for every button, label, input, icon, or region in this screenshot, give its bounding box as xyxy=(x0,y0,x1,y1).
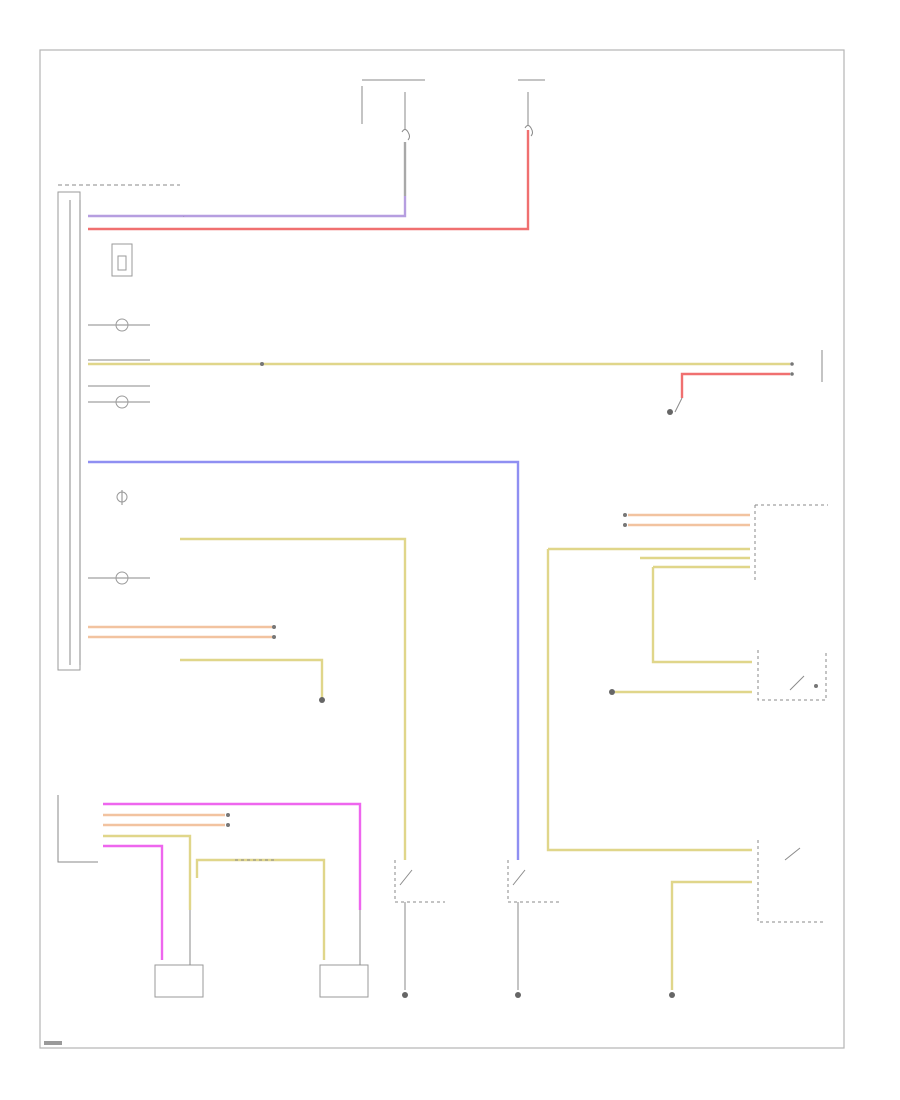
ground-b3 xyxy=(669,992,675,998)
lamp-3 xyxy=(88,395,150,409)
lamp-2 xyxy=(88,359,150,387)
ground-left xyxy=(319,697,325,703)
wire-violet xyxy=(88,196,407,218)
top-fuse-left xyxy=(361,79,425,141)
wire-yellow-switch xyxy=(651,567,752,664)
connector-right xyxy=(623,513,627,527)
switch-bottom-right xyxy=(757,840,826,923)
wire-yellow-long-down xyxy=(546,549,752,852)
footer-mark xyxy=(44,1041,62,1045)
ground-top-right xyxy=(667,409,673,415)
airbag-module xyxy=(57,795,98,863)
wire-yellow-bottom-b xyxy=(195,858,326,960)
ground-mid-right xyxy=(609,689,615,695)
wire-red xyxy=(88,130,530,231)
diagram-frame xyxy=(39,49,845,1049)
ground-b1 xyxy=(402,992,408,998)
wire-magenta-top xyxy=(103,802,362,910)
wire-blue xyxy=(88,460,520,860)
sensor-top-right xyxy=(790,350,823,382)
wire-yellow-left-ground xyxy=(180,658,324,700)
module-right xyxy=(754,504,828,580)
connector-bottom xyxy=(226,813,230,827)
ground-b2 xyxy=(515,992,521,998)
driver-switch xyxy=(394,860,445,903)
wire-yellow-center xyxy=(180,537,407,860)
switch-right xyxy=(757,650,827,701)
lamp-1 xyxy=(88,318,150,332)
passenger-seat xyxy=(319,964,369,998)
wire-red-right xyxy=(680,372,790,398)
passenger-switch-center xyxy=(507,860,560,903)
svg-text:·: · xyxy=(183,214,185,220)
lamp-5 xyxy=(88,571,150,585)
instrument-cluster xyxy=(57,184,180,671)
wire-yellow-bottom-a xyxy=(103,834,192,910)
connector-left xyxy=(272,625,276,639)
lamp-4 xyxy=(116,490,128,505)
top-fuse-right xyxy=(518,79,545,137)
wire-yellow-bottom-right xyxy=(670,880,752,990)
wire-magenta-left xyxy=(103,844,164,960)
seat-buckle-left xyxy=(154,964,204,998)
